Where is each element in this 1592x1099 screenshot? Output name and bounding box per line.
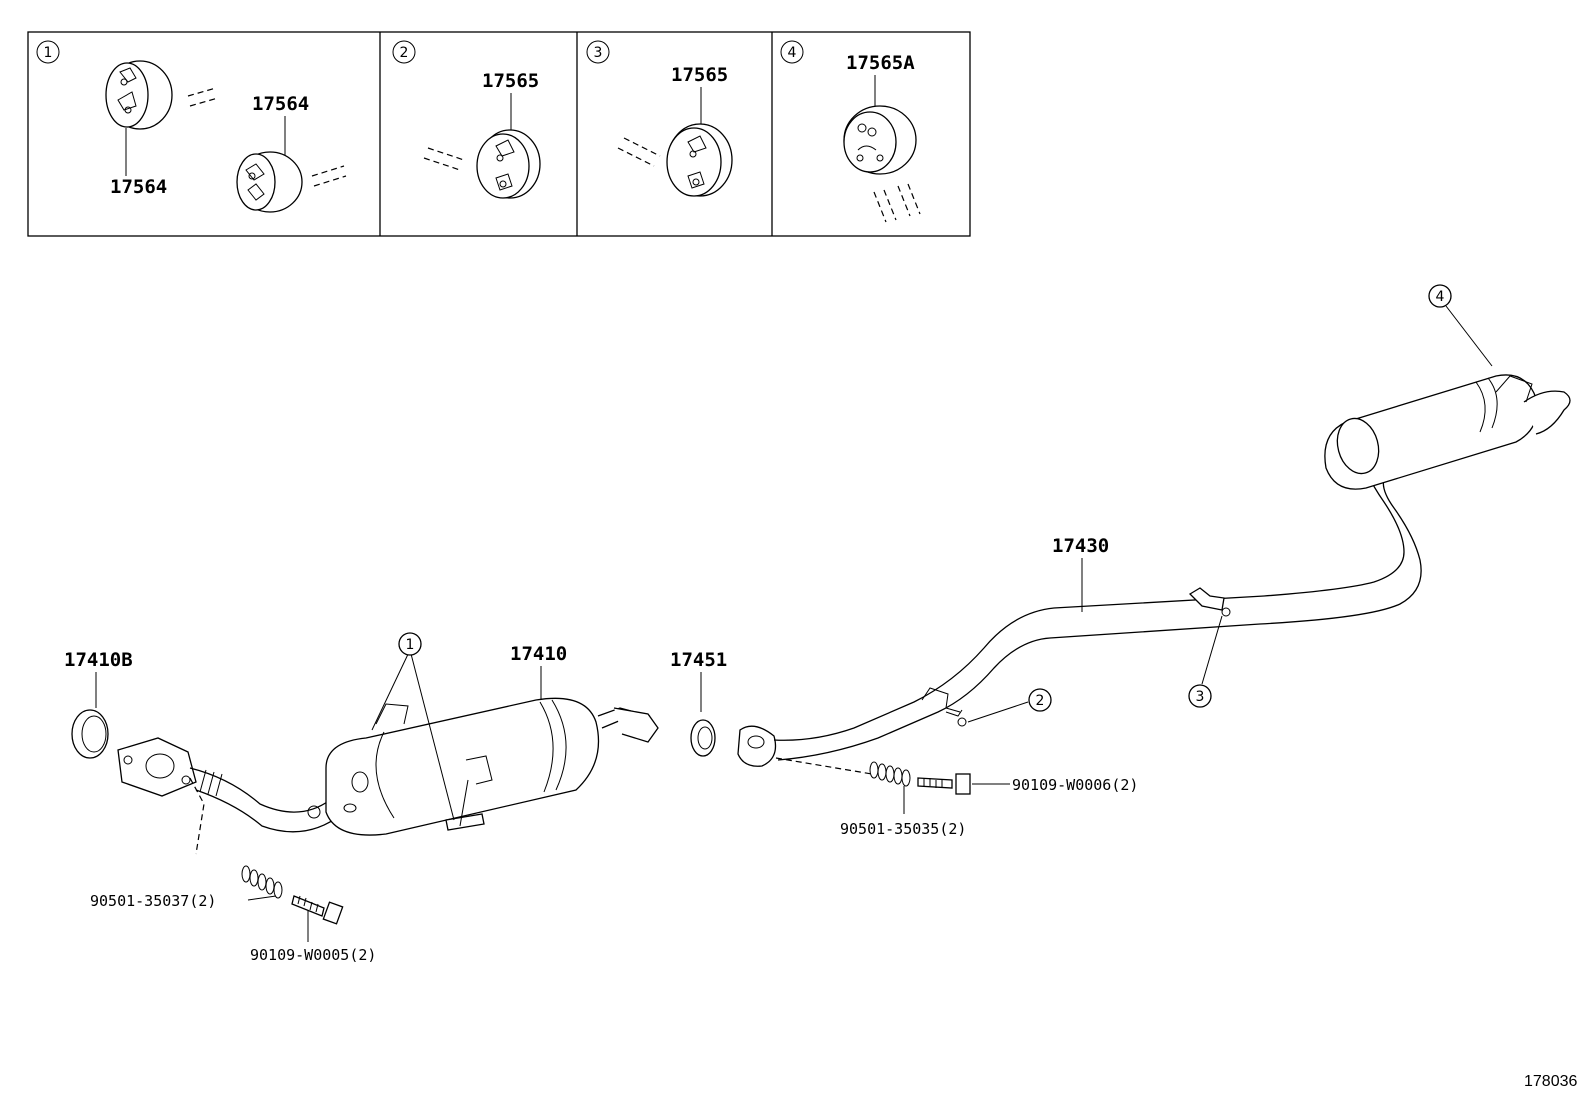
svg-text:1: 1	[44, 45, 53, 61]
panel-3-index-badge: 3	[586, 40, 610, 64]
callout-3[interactable]: 3	[1188, 615, 1223, 708]
label-17451: 17451	[670, 649, 727, 671]
inset-panel-4: 4 17565A	[780, 40, 921, 223]
front-fasteners: 90501-35037(2) 90109-W0005(2)	[90, 777, 376, 964]
inset-panel-2: 2 17565	[392, 40, 541, 199]
hanger-17564-lower	[236, 151, 303, 213]
inset-panel-1: 1 17564 17564	[36, 40, 347, 213]
svg-text:2: 2	[1036, 693, 1045, 709]
inset-panel-3: 3 17565	[586, 40, 733, 197]
muffler	[1324, 374, 1571, 490]
label-17564-lower: 17564	[110, 176, 167, 198]
label-17565A: 17565A	[846, 52, 915, 74]
front-pipe-17410: 17410	[117, 643, 659, 836]
label-17430: 17430	[1052, 535, 1109, 557]
callout-1[interactable]: 1	[398, 632, 422, 656]
label-17565-panel-2: 17565	[482, 70, 539, 92]
bolt-90109-W0005	[291, 895, 344, 925]
gasket-17451: 17451	[670, 649, 727, 757]
label-17410: 17410	[510, 643, 567, 665]
gasket-17410B: 17410B	[64, 649, 133, 759]
callout-2[interactable]: 2	[967, 688, 1052, 723]
hanger-17565-panel-2	[476, 129, 541, 199]
label-90501-35035: 90501-35035(2)	[840, 820, 966, 838]
svg-text:4: 4	[1436, 289, 1445, 305]
svg-text:1: 1	[406, 637, 415, 653]
hanger-inset-box	[27, 31, 971, 237]
panel-1-index-badge: 1	[36, 40, 60, 64]
panel-4-index-badge: 4	[780, 40, 804, 64]
hanger-17565-panel-3	[666, 123, 733, 197]
figure-id: 178036	[1524, 1073, 1577, 1090]
panel-2-index-badge: 2	[392, 40, 416, 64]
hanger-17565A	[843, 105, 917, 175]
rear-fasteners: 90501-35035(2) 90109-W0006(2)	[775, 757, 1138, 838]
label-17564-upper: 17564	[252, 93, 309, 115]
svg-text:3: 3	[594, 45, 603, 61]
label-90501-35037: 90501-35037(2)	[90, 892, 216, 910]
callout-4[interactable]: 4	[1428, 284, 1493, 367]
hanger-17564-upper	[105, 60, 173, 130]
svg-text:4: 4	[788, 45, 797, 61]
bolt-90109-W0006	[917, 773, 971, 795]
svg-text:2: 2	[400, 45, 409, 61]
spring-90501-35035	[869, 761, 911, 787]
label-90109-W0005: 90109-W0005(2)	[250, 946, 376, 964]
label-17565-panel-3: 17565	[671, 64, 728, 86]
tail-pipe-17430: 17430	[737, 374, 1571, 767]
svg-text:3: 3	[1196, 689, 1205, 705]
spring-90501-35037	[241, 865, 283, 899]
label-17410B: 17410B	[64, 649, 133, 671]
label-90109-W0006: 90109-W0006(2)	[1012, 776, 1138, 794]
